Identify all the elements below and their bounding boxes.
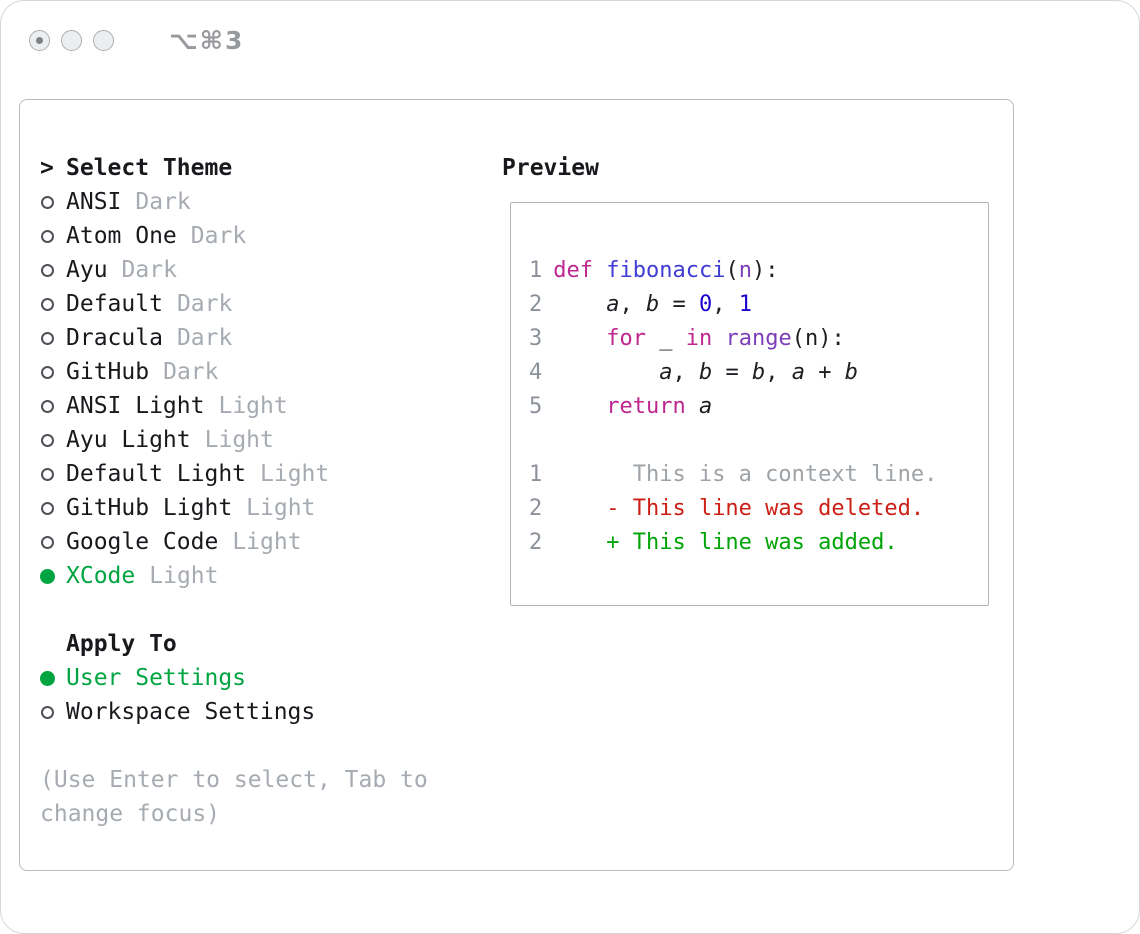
apply-to-header: Apply To: [40, 627, 428, 661]
line-number: 2: [529, 292, 543, 317]
theme-variant: Light: [218, 393, 288, 419]
apply-to-title: Apply To: [66, 631, 177, 657]
apply-option-label: Workspace Settings: [66, 699, 316, 725]
radio-unselected-icon: [40, 195, 66, 209]
theme-name: Atom One: [66, 223, 177, 249]
line-number: 5: [529, 394, 543, 419]
radio-unselected-icon: [40, 535, 66, 549]
select-theme-title: Select Theme: [66, 155, 233, 181]
apply-option-user-settings[interactable]: User Settings: [40, 661, 428, 695]
hint-line-1: (Use Enter to select, Tab to: [40, 767, 428, 793]
traffic-light-zoom[interactable]: [93, 30, 114, 51]
theme-variant: Light: [149, 563, 219, 589]
deleted-line: 2 - This line was deleted.: [529, 492, 988, 526]
radio-unselected-icon: [40, 263, 66, 277]
theme-name: GitHub Light: [66, 495, 233, 521]
active-light-dot: [36, 37, 43, 44]
spacer: [40, 593, 428, 627]
theme-name: Ayu: [66, 257, 108, 283]
theme-variant: Dark: [190, 223, 247, 249]
line-number: 2: [529, 530, 543, 555]
theme-item-ansi-dark[interactable]: ANSI Dark: [40, 185, 428, 219]
radio-unselected-icon: [40, 297, 66, 311]
radio-unselected-icon: [40, 433, 66, 447]
prompt-caret-icon: >: [40, 155, 54, 181]
theme-name: GitHub: [66, 359, 150, 385]
radio-unselected-icon: [40, 399, 66, 413]
line-number: 2: [529, 496, 543, 521]
theme-name: ANSI Light: [66, 393, 205, 419]
theme-item-dracula-dark[interactable]: Dracula Dark: [40, 321, 428, 355]
theme-item-ayu-light-light[interactable]: Ayu Light Light: [40, 423, 428, 457]
apply-option-workspace-settings[interactable]: Workspace Settings: [40, 695, 428, 729]
theme-item-ayu-dark[interactable]: Ayu Dark: [40, 253, 428, 287]
radio-unselected-icon: [40, 229, 66, 243]
theme-variant: Light: [260, 461, 330, 487]
theme-item-default-light-light[interactable]: Default Light Light: [40, 457, 428, 491]
theme-item-atom-one-dark[interactable]: Atom One Dark: [40, 219, 428, 253]
radio-unselected-icon: [40, 467, 66, 481]
theme-name: Default Light: [66, 461, 247, 487]
preview-title: Preview: [502, 155, 599, 181]
radio-unselected-icon: [40, 705, 66, 719]
code-line: 2 a, b = 0, 1: [529, 288, 988, 322]
line-number: 3: [529, 326, 543, 351]
theme-item-default-dark[interactable]: Default Dark: [40, 287, 428, 321]
line-number: 1: [529, 462, 543, 487]
keyboard-shortcut-label: ⌥⌘3: [169, 26, 245, 55]
spacer: [40, 729, 428, 763]
traffic-light-minimize[interactable]: [61, 30, 82, 51]
theme-variant: Dark: [163, 359, 219, 385]
radio-selected-icon: [40, 568, 66, 584]
theme-item-github-light-light[interactable]: GitHub Light Light: [40, 491, 428, 525]
theme-variant: Light: [246, 495, 316, 521]
theme-item-ansi-light-light[interactable]: ANSI Light Light: [40, 389, 428, 423]
theme-item-github-dark[interactable]: GitHub Dark: [40, 355, 428, 389]
theme-name: Ayu Light: [66, 427, 191, 453]
window-titlebar: ⌥⌘3: [29, 26, 244, 55]
code-line: 5 return a: [529, 390, 988, 424]
theme-variant: Light: [204, 427, 274, 453]
radio-unselected-icon: [40, 331, 66, 345]
radio-unselected-icon: [40, 501, 66, 515]
radio-unselected-icon: [40, 365, 66, 379]
radio-selected-icon: [40, 670, 66, 686]
context-line: 1 This is a context line.: [529, 458, 988, 492]
apply-option-label: User Settings: [66, 665, 247, 691]
theme-name: Default: [66, 291, 163, 317]
code-line: 3 for _ in range(n):: [529, 322, 988, 356]
theme-name: XCode: [66, 563, 136, 589]
theme-variant: Dark: [121, 257, 177, 283]
theme-item-xcode-light[interactable]: XCode Light: [40, 559, 428, 593]
traffic-light-close[interactable]: [29, 30, 50, 51]
theme-name: ANSI: [66, 189, 122, 215]
hint-line-2: change focus): [40, 801, 221, 827]
added-line: 2 + This line was added.: [529, 526, 988, 560]
blank-line: [529, 424, 988, 458]
theme-name: Google Code: [66, 529, 219, 555]
theme-variant: Dark: [135, 189, 191, 215]
theme-name: Dracula: [66, 325, 163, 351]
theme-variant: Dark: [176, 291, 233, 317]
theme-variant: Dark: [176, 325, 233, 351]
code-line: 4 a, b = b, a + b: [529, 356, 988, 390]
theme-variant: Light: [232, 529, 302, 555]
theme-item-google-code-light[interactable]: Google Code Light: [40, 525, 428, 559]
line-number: 1: [529, 258, 543, 283]
line-number: 4: [529, 360, 543, 385]
select-theme-header: > Select Theme: [40, 151, 428, 185]
